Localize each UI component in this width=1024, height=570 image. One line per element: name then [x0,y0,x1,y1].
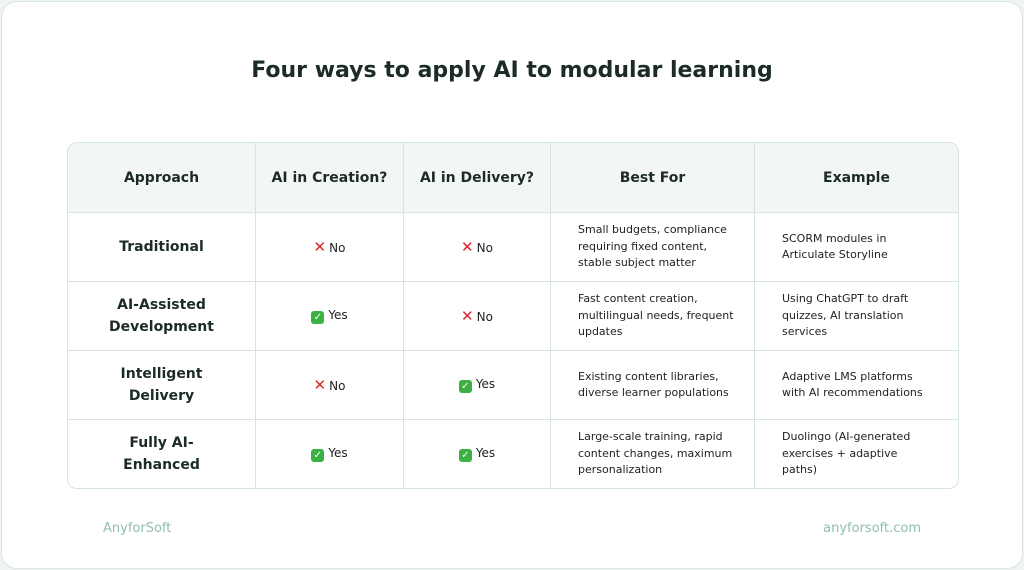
approach-cell: Fully AI-Enhanced [68,420,256,488]
delivery-value: No [476,241,493,255]
creation-cell: ✓Yes [256,282,404,351]
creation-value: Yes [328,446,348,460]
approach-cell: Intelligent Delivery [68,351,256,420]
example-cell: SCORM modules in Articulate Storyline [755,213,958,282]
table-row: Fully AI-Enhanced ✓Yes ✓Yes Large-scale … [68,420,958,488]
delivery-value: Yes [475,446,496,460]
table-row: Traditional ✕No ✕No Small budgets, compl… [68,213,958,282]
table-row: Intelligent Delivery ✕No ✓Yes Existing c… [68,351,958,420]
creation-value: Yes [328,308,348,322]
check-icon: ✓ [458,380,472,393]
footer-brand: AnyforSoft [103,521,172,536]
delivery-value: Yes [475,377,496,391]
example-cell: Duolingo (AI-generated exercises + adapt… [782,430,911,477]
cross-icon: ✕ [313,238,327,256]
check-icon: ✓ [311,311,325,324]
creation-value: No [329,379,346,393]
cross-icon: ✕ [461,238,474,256]
creation-cell: ✕No [256,213,404,282]
table-row: AI-Assisted Development ✓Yes ✕No Fast co… [68,282,958,351]
approach-cell: Traditional [68,213,256,282]
delivery-cell: ✓Yes [404,420,551,488]
cross-icon: ✕ [461,307,474,325]
header-best-for: Best For [551,143,755,213]
header-approach: Approach [68,143,256,213]
example-cell: Using ChatGPT to draft quizzes, AI trans… [755,282,958,351]
approach-cell: AI-Assisted Development [68,282,256,351]
header-example: Example [755,143,958,213]
creation-value: No [329,241,346,255]
example-cell: Adaptive LMS platforms with AI recommend… [755,351,958,420]
delivery-value: No [476,310,493,324]
comparison-table: Approach AI in Creation? AI in Delivery?… [67,142,959,489]
creation-cell: ✕No [256,351,404,420]
best-for-cell: Fast content creation, multilingual need… [551,282,755,351]
header-creation: AI in Creation? [256,143,404,213]
check-icon: ✓ [311,449,325,462]
footer-url: anyforsoft.com [823,521,921,536]
cross-icon: ✕ [313,376,327,394]
check-icon: ✓ [458,449,472,462]
delivery-cell: ✕No [404,213,551,282]
best-for-cell: Existing content libraries, diverse lear… [551,351,755,420]
table-header-row: Approach AI in Creation? AI in Delivery?… [68,143,958,213]
delivery-cell: ✓Yes [404,351,551,420]
best-for-cell: Small budgets, compliance requiring fixe… [551,213,755,282]
page-title: Four ways to apply AI to modular learnin… [251,58,773,83]
creation-cell: ✓Yes [256,420,404,488]
best-for-cell: Large-scale training, rapid content chan… [551,420,755,488]
header-delivery: AI in Delivery? [404,143,551,213]
delivery-cell: ✕No [404,282,551,351]
